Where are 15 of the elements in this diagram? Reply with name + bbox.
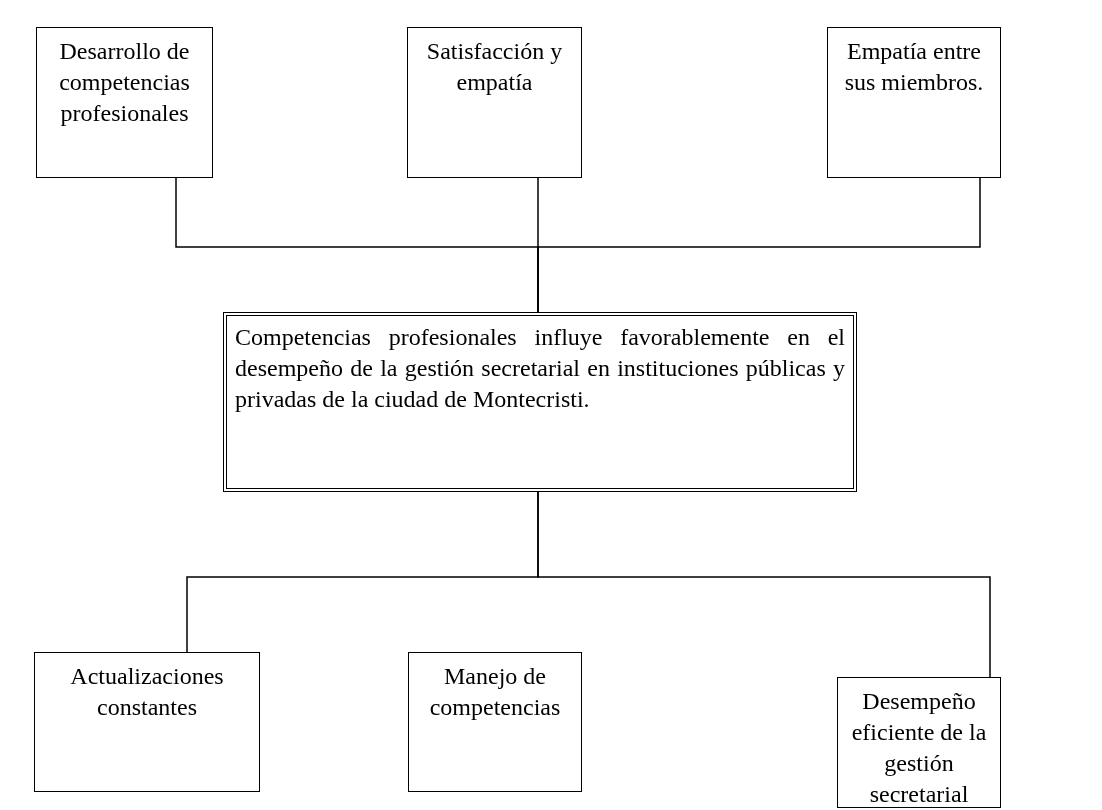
box-text: Satisfacción y empatía bbox=[425, 37, 564, 97]
concept-box bbox=[34, 652, 260, 792]
concept-box bbox=[837, 677, 1001, 808]
box-text: Actualizaciones constantes bbox=[69, 662, 225, 722]
connector-line bbox=[537, 491, 991, 678]
concept-box bbox=[408, 652, 582, 792]
concept-box bbox=[36, 27, 213, 178]
central-box bbox=[223, 312, 857, 492]
box-text: Manejo de competencias bbox=[428, 662, 562, 722]
concept-box bbox=[407, 27, 582, 178]
box-text: Competencias profesionales influye favorablemente en el desempeño de la gestión secretarial en instituciones públicas y privadas de la ciudad de Montecristi. bbox=[235, 323, 845, 414]
box-text: Empatía entre sus miembros. bbox=[843, 37, 985, 97]
connector-line bbox=[537, 177, 981, 313]
concept-box bbox=[827, 27, 1001, 178]
box-text: Desarrollo de competencias profesionales bbox=[58, 37, 191, 128]
